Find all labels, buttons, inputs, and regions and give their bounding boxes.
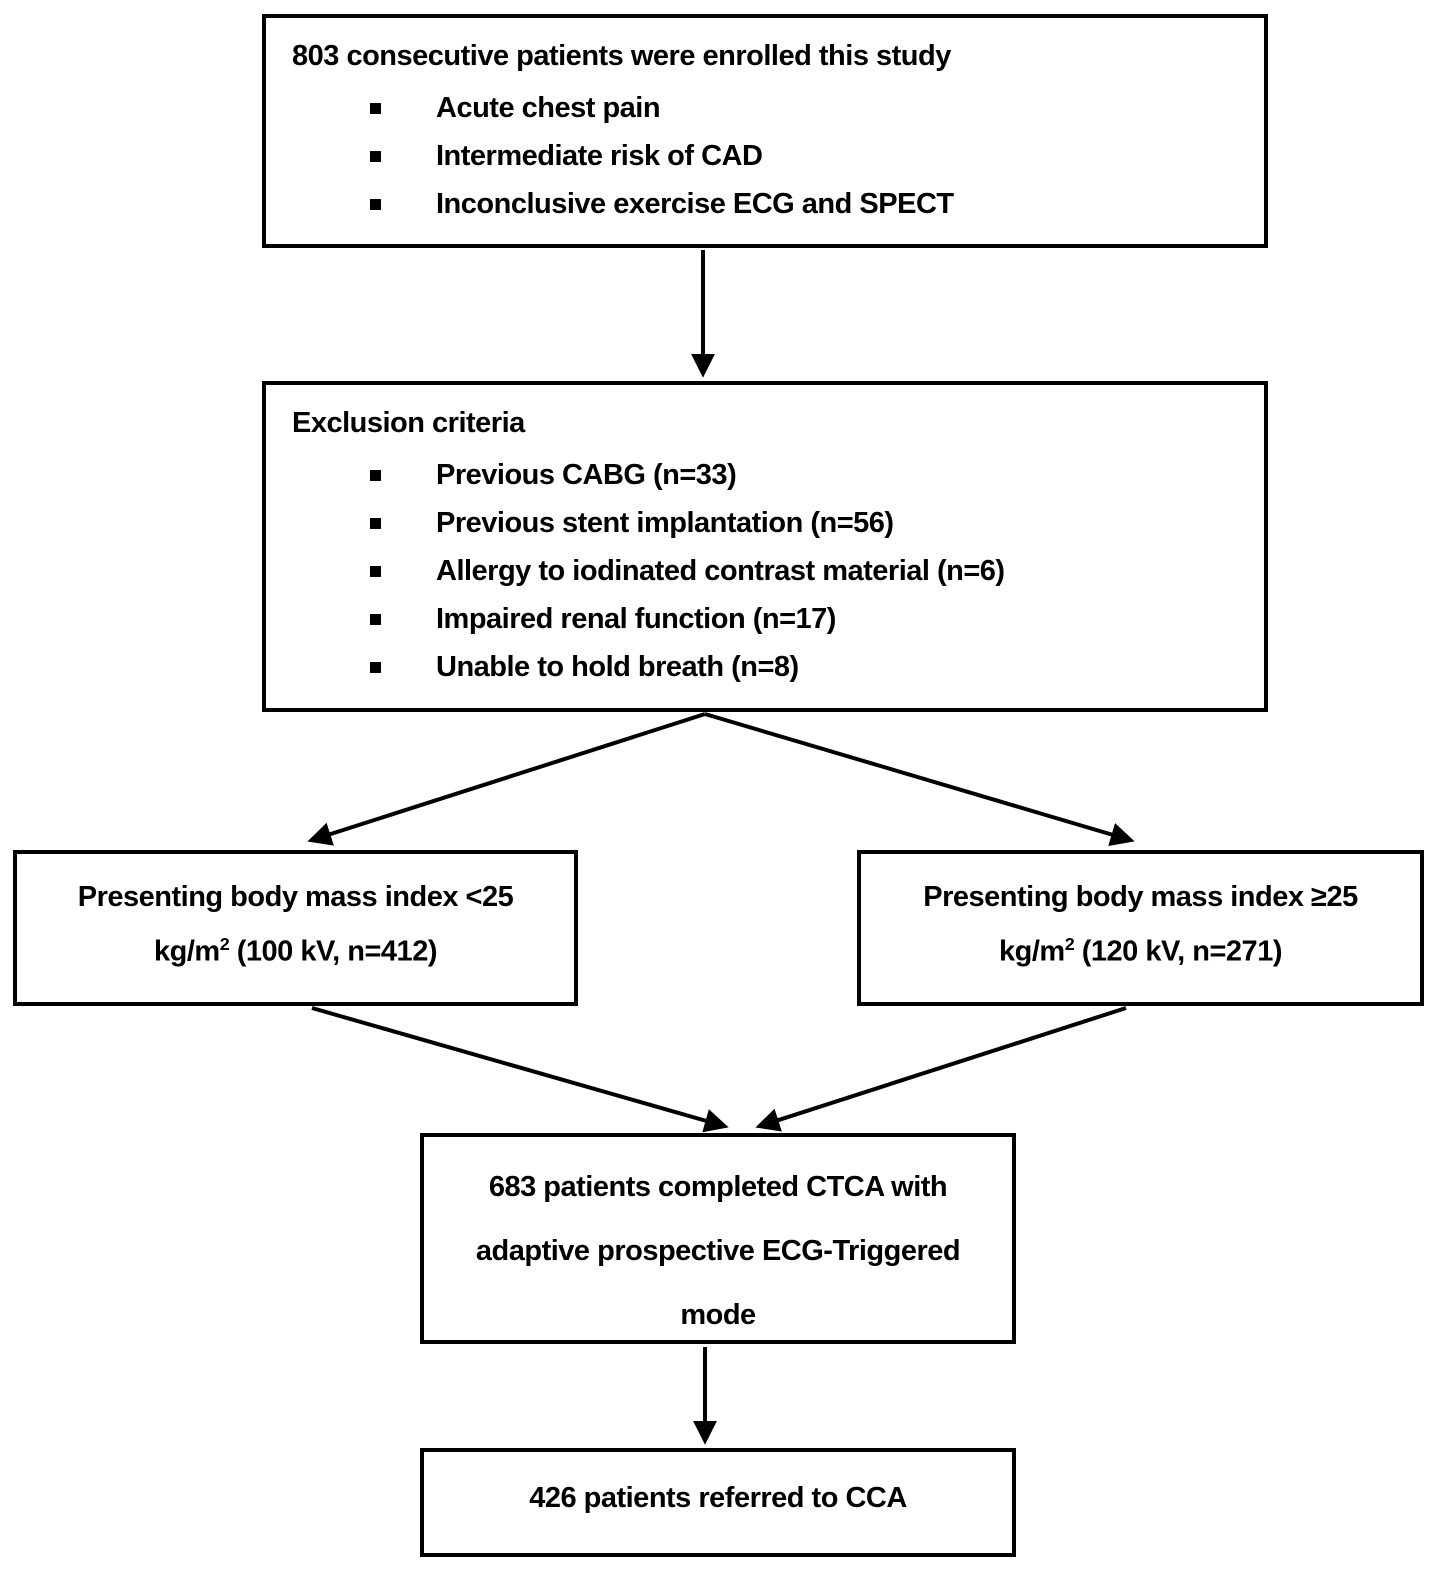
enrolled-bullet-item: Intermediate risk of CAD bbox=[292, 132, 1238, 180]
exclusion-bullet-item: Previous CABG (n=33) bbox=[292, 451, 1238, 499]
bmi-over-25-box: Presenting body mass index ≥25 kg/m2 (12… bbox=[857, 850, 1424, 1006]
bmi-high-line2: kg/m2 (120 kV, n=271) bbox=[861, 921, 1420, 976]
arrow-exclusion-to-bmi-high bbox=[704, 712, 1135, 847]
cca-referred-box: 426 patients referred to CCA bbox=[420, 1448, 1016, 1557]
bullet-label: Unable to hold breath (n=8) bbox=[436, 650, 799, 683]
bmi-low-unit: kg/m bbox=[154, 935, 220, 968]
bullet-square-icon bbox=[370, 469, 381, 481]
bmi-high-line1: Presenting body mass index ≥25 bbox=[923, 881, 1358, 913]
bmi-low-line2: kg/m2 (100 kV, n=412) bbox=[17, 921, 574, 976]
enrolled-patients-box: 803 consecutive patients were enrolled t… bbox=[262, 14, 1268, 248]
enrolled-bullet-item: Acute chest pain bbox=[292, 84, 1238, 132]
bmi-low-detail: (100 kV, n=412) bbox=[229, 935, 438, 968]
arrow-bmi-low-to-ctca bbox=[311, 1006, 729, 1133]
bullet-square-icon bbox=[370, 517, 381, 529]
bullet-label: Allergy to iodinated contrast material (… bbox=[436, 554, 1005, 587]
arrow-exclusion-to-bmi-low bbox=[307, 712, 706, 846]
exclusion-bullet-list: Previous CABG (n=33) Previous stent impl… bbox=[292, 451, 1238, 691]
enrolled-title: 803 consecutive patients were enrolled t… bbox=[292, 40, 951, 72]
exclusion-criteria-box: Exclusion criteria Previous CABG (n=33) … bbox=[262, 381, 1268, 712]
bullet-label: Previous stent implantation (n=56) bbox=[436, 506, 894, 539]
bmi-high-unit: kg/m bbox=[999, 935, 1065, 968]
bmi-high-detail: (120 kV, n=271) bbox=[1074, 935, 1283, 968]
bmi-high-superscript: 2 bbox=[1064, 934, 1075, 954]
bullet-square-icon bbox=[370, 613, 381, 625]
bullet-label: Impaired renal function (n=17) bbox=[436, 602, 836, 635]
ctca-text: 683 patients completed CTCA with adaptiv… bbox=[475, 1171, 961, 1331]
enrolled-bullet-list: Acute chest pain Intermediate risk of CA… bbox=[292, 84, 1238, 228]
bullet-label: Previous CABG (n=33) bbox=[436, 458, 737, 491]
bullet-square-icon bbox=[370, 565, 381, 577]
bullet-square-icon bbox=[370, 661, 381, 673]
bullet-square-icon bbox=[370, 198, 381, 210]
cca-text: 426 patients referred to CCA bbox=[529, 1482, 907, 1514]
exclusion-bullet-item: Impaired renal function (n=17) bbox=[292, 595, 1238, 643]
bullet-label: Inconclusive exercise ECG and SPECT bbox=[436, 187, 954, 220]
bullet-square-icon bbox=[370, 102, 381, 114]
exclusion-title: Exclusion criteria bbox=[292, 407, 525, 439]
enrolled-bullet-item: Inconclusive exercise ECG and SPECT bbox=[292, 180, 1238, 228]
bullet-square-icon bbox=[370, 150, 381, 162]
exclusion-bullet-item: Allergy to iodinated contrast material (… bbox=[292, 547, 1238, 595]
bmi-under-25-box: Presenting body mass index <25 kg/m2 (10… bbox=[13, 850, 578, 1006]
bullet-label: Acute chest pain bbox=[436, 91, 661, 124]
bmi-low-superscript: 2 bbox=[219, 934, 230, 954]
arrow-bmi-high-to-ctca bbox=[755, 1006, 1127, 1132]
ctca-completed-box: 683 patients completed CTCA with adaptiv… bbox=[420, 1133, 1016, 1344]
bmi-low-line1: Presenting body mass index <25 bbox=[77, 881, 514, 913]
exclusion-bullet-item: Unable to hold breath (n=8) bbox=[292, 643, 1238, 691]
bullet-label: Intermediate risk of CAD bbox=[436, 139, 763, 172]
exclusion-bullet-item: Previous stent implantation (n=56) bbox=[292, 499, 1238, 547]
